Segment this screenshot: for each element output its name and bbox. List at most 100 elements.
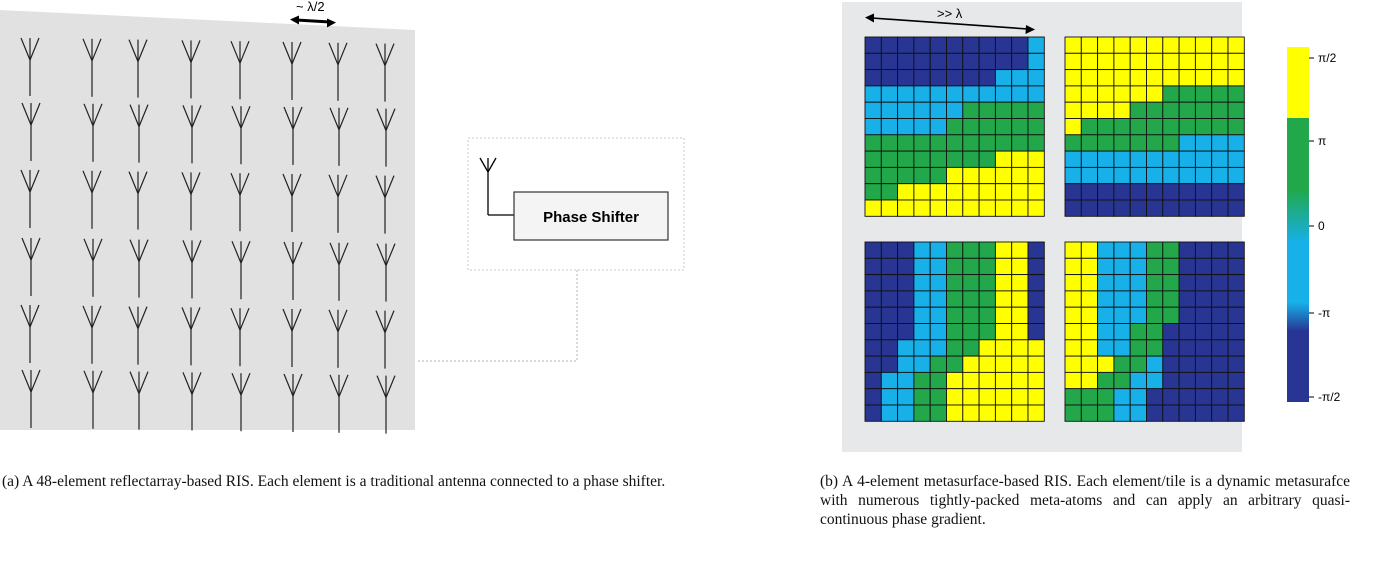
meta-atom-cell: [1194, 404, 1213, 422]
meta-atom-cell: [1027, 166, 1045, 185]
meta-atom-cell: [1178, 36, 1196, 54]
meta-atom-cell: [1194, 52, 1213, 71]
meta-atom-cell: [913, 69, 931, 87]
meta-atom-cell: [880, 36, 899, 54]
meta-atom-cell: [1194, 101, 1213, 119]
meta-atom-cell: [1080, 274, 1099, 292]
meta-atom-cell: [1011, 118, 1029, 136]
meta-atom-cell: [1097, 257, 1115, 276]
meta-atom-cell: [1178, 85, 1196, 103]
meta-atom-cell: [929, 52, 947, 71]
meta-atom-cell: [913, 85, 931, 103]
meta-atom-cell: [864, 166, 882, 185]
meta-atom-cell: [864, 101, 882, 119]
meta-atom-cell: [1129, 166, 1147, 185]
antenna-element: [328, 309, 348, 368]
meta-atom-cell: [1211, 199, 1229, 217]
meta-atom-cell: [1162, 183, 1180, 201]
meta-atom-cell: [913, 150, 931, 168]
meta-atom-cell: [864, 183, 882, 201]
meta-atom-cell: [1211, 404, 1229, 422]
meta-atom-cell: [929, 241, 947, 259]
meta-atom-cell: [1027, 306, 1045, 324]
meta-atom-cell: [1146, 36, 1164, 54]
antenna-element: [328, 174, 348, 233]
meta-atom-cell: [962, 52, 980, 71]
antenna-element: [230, 307, 250, 367]
meta-atom-cell: [1080, 355, 1099, 373]
meta-atom-cell: [897, 118, 915, 136]
meta-atom-cell: [1064, 183, 1082, 201]
meta-atom-cell: [897, 134, 915, 152]
spacing-indicator: ~ λ/2: [290, 0, 336, 28]
antenna-element: [21, 102, 41, 161]
meta-atom-cell: [1211, 85, 1229, 103]
meta-atom-cell: [1064, 339, 1082, 357]
colorbar-ticks: π/2π0-π-π/2: [1309, 51, 1341, 404]
antenna-element: [181, 307, 201, 366]
meta-atom-cell: [946, 274, 964, 292]
meta-atom-cell: [1080, 118, 1099, 136]
meta-atom-cell: [929, 323, 947, 341]
meta-atom-cell: [1129, 339, 1147, 357]
meta-atom-cell: [1113, 118, 1131, 136]
meta-atom-cell: [913, 371, 931, 390]
meta-atom-cell: [864, 339, 882, 357]
meta-atom-cell: [1178, 101, 1196, 119]
meta-atom-cell: [929, 257, 947, 276]
meta-atom-cell: [1027, 134, 1045, 152]
meta-atom-cell: [1194, 257, 1213, 276]
meta-atom-cell: [962, 134, 980, 152]
meta-atom-cell: [1113, 134, 1131, 152]
meta-atom-cell: [864, 69, 882, 87]
meta-atom-cell: [1113, 85, 1131, 103]
meta-atom-cell: [1129, 183, 1147, 201]
meta-atom-cell: [1129, 134, 1147, 152]
meta-atom-cell: [1064, 388, 1082, 406]
meta-atom-cell: [1080, 166, 1099, 185]
meta-atom-cell: [1146, 134, 1164, 152]
meta-atom-cell: [994, 404, 1013, 422]
antenna-element: [231, 105, 251, 165]
meta-atom-cell: [1211, 339, 1229, 357]
meta-atom-cell: [1064, 150, 1082, 168]
meta-atom-cell: [1227, 183, 1245, 201]
meta-atom-cell: [897, 274, 915, 292]
phase-shifter-box: [513, 191, 669, 241]
meta-atom-cell: [962, 388, 980, 406]
meta-atom-cell: [1178, 134, 1196, 152]
meta-atom-cell: [913, 101, 931, 119]
meta-atom-cell: [1080, 101, 1099, 119]
meta-atom-cell: [1064, 355, 1082, 373]
meta-atom-cell: [1162, 241, 1180, 259]
meta-atom-cell: [978, 257, 996, 276]
meta-atom-cell: [1162, 85, 1180, 103]
meta-atom-cell: [1162, 371, 1180, 390]
meta-atom-cell: [1162, 118, 1180, 136]
meta-atom-cell: [1227, 290, 1245, 308]
tile-size-indicator: >> λ: [865, 6, 1035, 34]
meta-atom-cell: [962, 36, 980, 54]
meta-atom-cell: [1211, 183, 1229, 201]
colorbar-tick-label: -π/2: [1318, 390, 1341, 404]
meta-atom-cell: [1178, 306, 1196, 324]
meta-atom-cell: [946, 36, 964, 54]
meta-atom-cell: [1064, 274, 1082, 292]
meta-atom-cell: [1227, 404, 1245, 422]
antenna-element: [231, 240, 251, 300]
meta-atom-cell: [929, 339, 947, 357]
meta-atom-cell: [880, 290, 899, 308]
meta-atom-cell: [1027, 36, 1045, 54]
meta-atom-cell: [1113, 150, 1131, 168]
meta-atom-cell: [994, 388, 1013, 406]
meta-atom-cell: [978, 166, 996, 185]
meta-atom-cell: [1211, 371, 1229, 390]
caption-b: (b) A 4-element metasurface-based RIS. E…: [820, 473, 1350, 528]
meta-atom-cell: [913, 306, 931, 324]
colorbar-tick-label: -π: [1318, 306, 1330, 320]
meta-atom-cell: [1146, 371, 1164, 390]
meta-atom-cell: [1178, 323, 1196, 341]
antenna-element: [230, 172, 250, 232]
meta-atom-cell: [864, 150, 882, 168]
